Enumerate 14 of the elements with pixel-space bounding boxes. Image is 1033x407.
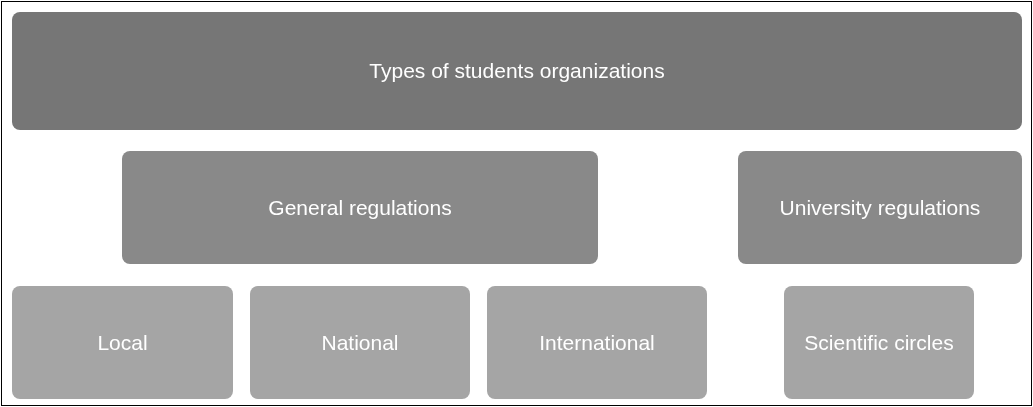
type-box [487,286,707,399]
box-label: International [539,330,655,355]
type-box [784,286,974,399]
box-label: General regulations [268,195,452,220]
box-label: University regulations [779,195,981,220]
box-label: National [321,330,399,355]
type-box [12,286,233,399]
category-box [738,151,1022,264]
category-box [122,151,598,264]
heading-box [12,12,1022,130]
box-label: Scientific circles [804,330,954,355]
box-label: Local [97,330,148,355]
box-label: Types of students organizations [369,59,665,83]
type-box [250,286,470,399]
